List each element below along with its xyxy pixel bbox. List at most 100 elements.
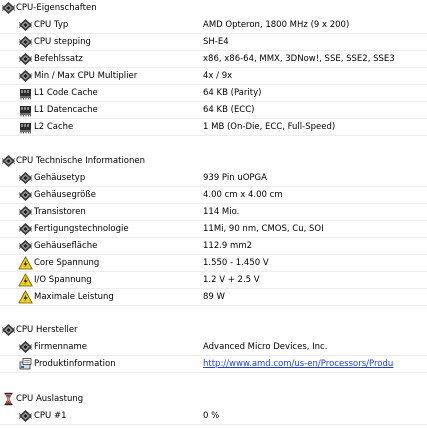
cpu-chip-icon: [18, 239, 33, 253]
property-row[interactable]: L1 Datencache 64 KB (ECC): [0, 102, 427, 119]
property-value: 64 KB (Parity): [203, 88, 262, 98]
cpu-chip-icon: [18, 18, 33, 32]
property-value: x86, x86-64, MMX, 3DNow!, SSE, SSE2, SSE…: [203, 54, 395, 64]
property-value: SH-E4: [203, 37, 229, 47]
voltage-warning-icon: [18, 290, 33, 304]
cpu-chip-icon: [1, 323, 16, 337]
row-divider: [0, 33, 427, 34]
property-label: CPU #1: [34, 411, 67, 421]
section-title: CPU-Eigenschaften: [16, 3, 97, 13]
row-divider: [0, 424, 427, 425]
property-label: Produktinformation: [34, 359, 116, 369]
property-label: Maximale Leistung: [34, 292, 114, 302]
row-divider: [0, 135, 427, 136]
property-row[interactable]: Transistoren 114 Mio.: [0, 204, 427, 221]
memory-module-icon: [18, 120, 33, 134]
row-divider: [0, 84, 427, 85]
property-value: 64 KB (ECC): [203, 105, 255, 115]
property-row[interactable]: Min / Max CPU Multiplier 4x / 9x: [0, 68, 427, 85]
row-divider: [0, 288, 427, 289]
cpu-chip-icon: [1, 154, 16, 168]
voltage-warning-icon: [18, 256, 33, 270]
row-divider: [0, 372, 427, 373]
section-header[interactable]: CPU-Eigenschaften: [0, 0, 427, 17]
row-divider: [0, 355, 427, 356]
property-row[interactable]: Gehäusegröße 4.00 cm x 4.00 cm: [0, 187, 427, 204]
cpu-chip-icon: [18, 222, 33, 236]
property-value: 1 MB (On-Die, ECC, Full-Speed): [203, 122, 336, 132]
row-divider: [0, 271, 427, 272]
property-row[interactable]: Gehäusefläche 112.9 mm2: [0, 238, 427, 255]
product-info-icon: [18, 357, 33, 371]
cpu-chip-icon: [18, 188, 33, 202]
property-label: Min / Max CPU Multiplier: [34, 71, 138, 81]
property-value: AMD Opteron, 1800 MHz (9 x 200): [203, 20, 350, 30]
cpu-chip-icon: [18, 409, 33, 423]
section-title: CPU Auslastung: [16, 394, 84, 404]
property-label: Firmenname: [34, 342, 87, 352]
property-label: L1 Datencache: [34, 105, 98, 115]
property-row[interactable]: Befehlssatz x86, x86-64, MMX, 3DNow!, SSE…: [0, 51, 427, 68]
row-divider: [0, 220, 427, 221]
product-info-link[interactable]: http://www.amd.com/us-en/Processors/Prod…: [203, 359, 394, 369]
row-divider: [0, 186, 427, 187]
property-label: L2 Cache: [34, 122, 74, 132]
section-title: CPU Technische Informationen: [16, 156, 146, 166]
property-row[interactable]: Produktinformation http://www.amd.com/us-…: [0, 356, 427, 373]
property-value: 112.9 mm2: [203, 241, 253, 251]
section-header[interactable]: CPU Auslastung: [0, 391, 427, 408]
voltage-warning-icon: [18, 273, 33, 287]
property-value: 11Mi, 90 nm, CMOS, Cu, SOI: [203, 224, 324, 234]
property-row[interactable]: CPU stepping SH-E4: [0, 34, 427, 51]
section-header[interactable]: CPU Technische Informationen: [0, 153, 427, 170]
memory-module-icon: [18, 103, 33, 117]
property-label: Befehlssatz: [34, 54, 83, 64]
cpu-chip-icon: [18, 35, 33, 49]
property-label: Fertigungstechnologie: [34, 224, 129, 234]
property-row[interactable]: Gehäusetyp 939 Pin uOPGA: [0, 170, 427, 187]
cpu-chip-icon: [1, 1, 16, 15]
property-value: 114 Mio.: [203, 207, 240, 217]
property-value: 0 %: [203, 411, 220, 421]
property-row[interactable]: I/O Spannung 1.2 V + 2.5 V: [0, 272, 427, 289]
row-divider: [0, 50, 427, 51]
hourglass-icon: [1, 392, 16, 406]
property-label: CPU Typ: [34, 20, 69, 30]
property-label: Core Spannung: [34, 258, 100, 268]
cpu-chip-icon: [18, 205, 33, 219]
property-label: Transistoren: [34, 207, 86, 217]
property-value: 1.550 - 1.450 V: [203, 258, 269, 268]
row-divider: [0, 254, 427, 255]
property-value: Advanced Micro Devices, Inc.: [203, 342, 328, 352]
property-row[interactable]: L1 Code Cache 64 KB (Parity): [0, 85, 427, 102]
section-title: CPU Hersteller: [16, 325, 78, 335]
property-row[interactable]: L2 Cache 1 MB (On-Die, ECC, Full-Speed): [0, 119, 427, 136]
property-label: Gehäusegröße: [34, 190, 96, 200]
property-row[interactable]: CPU Typ AMD Opteron, 1800 MHz (9 x 200): [0, 17, 427, 34]
cpu-chip-icon: [18, 69, 33, 83]
property-label: I/O Spannung: [34, 275, 92, 285]
property-row[interactable]: Fertigungstechnologie 11Mi, 90 nm, CMOS, …: [0, 221, 427, 238]
property-label: Gehäusefläche: [34, 241, 98, 251]
row-divider: [0, 67, 427, 68]
property-row[interactable]: Firmenname Advanced Micro Devices, Inc.: [0, 339, 427, 356]
cpu-chip-icon: [18, 52, 33, 66]
property-value: 939 Pin uOPGA: [203, 173, 267, 183]
row-divider: [0, 203, 427, 204]
cpu-chip-icon: [18, 171, 33, 185]
section-header[interactable]: CPU Hersteller: [0, 322, 427, 339]
row-divider: [0, 101, 427, 102]
row-divider: [0, 118, 427, 119]
property-label: CPU stepping: [34, 37, 91, 47]
row-divider: [0, 237, 427, 238]
property-value: 4.00 cm x 4.00 cm: [203, 190, 283, 200]
property-value: 1.2 V + 2.5 V: [203, 275, 260, 285]
property-label: Gehäusetyp: [34, 173, 86, 183]
property-row[interactable]: Core Spannung 1.550 - 1.450 V: [0, 255, 427, 272]
property-row[interactable]: CPU #1 0 %: [0, 408, 427, 425]
property-label: L1 Code Cache: [34, 88, 98, 98]
property-value: 4x / 9x: [203, 71, 233, 81]
cpu-chip-icon: [18, 340, 33, 354]
